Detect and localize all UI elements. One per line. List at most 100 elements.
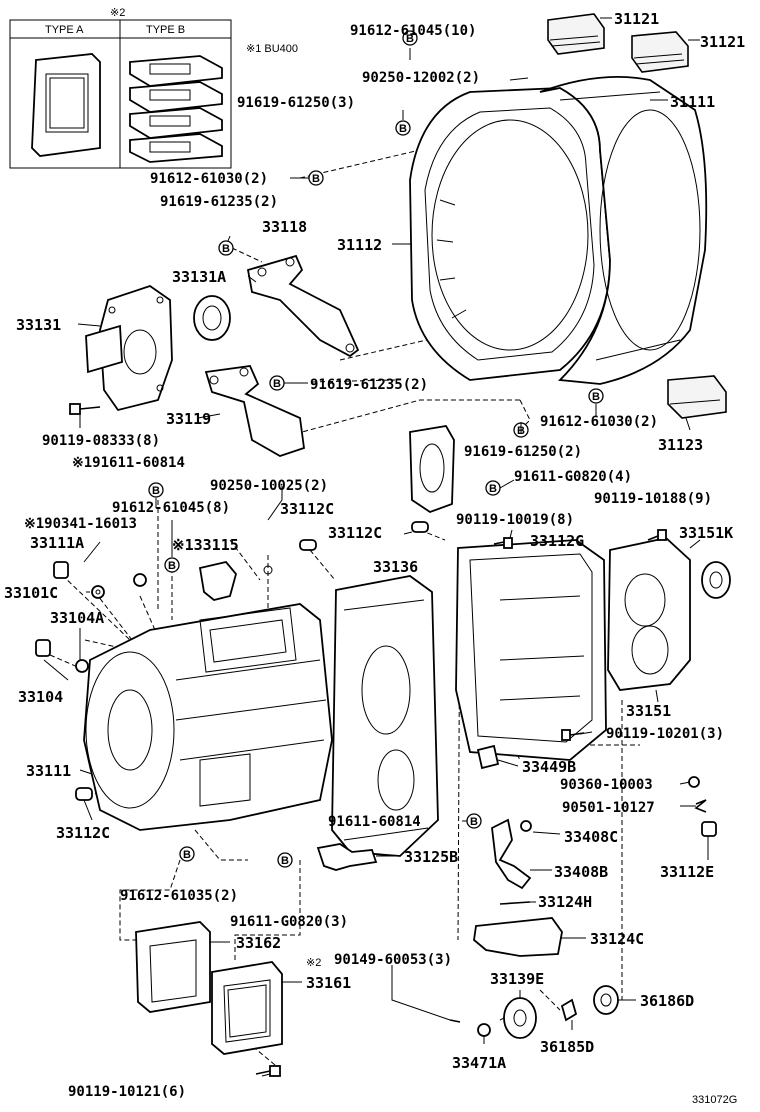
label-36186d: 36186D bbox=[640, 992, 694, 1010]
part-31111-housing bbox=[539, 76, 708, 385]
label-33161-mark: ※2 bbox=[306, 957, 321, 969]
label-33161: 33161 bbox=[306, 974, 351, 992]
label-33124c: 33124C bbox=[590, 930, 644, 948]
b-marker: B bbox=[402, 30, 418, 46]
leader-lines bbox=[43, 17, 709, 1077]
pn-91619-61250-2: 91619-61250(2) bbox=[464, 444, 582, 460]
inset-mark: ※2 bbox=[110, 7, 125, 19]
label-33124h: 33124H bbox=[538, 893, 592, 911]
label-31112: 31112 bbox=[337, 236, 382, 254]
label-33131a: 33131A bbox=[172, 268, 226, 286]
b-marker: B bbox=[164, 557, 180, 573]
svg-text:B: B bbox=[406, 33, 414, 45]
label-33115: ※133115 bbox=[172, 536, 239, 554]
label-33131: 33131 bbox=[16, 316, 61, 334]
label-33104a: 33104A bbox=[50, 609, 104, 627]
part-33111a-plug bbox=[53, 561, 69, 579]
part-36186d bbox=[593, 985, 619, 1015]
svg-text:B: B bbox=[312, 173, 320, 185]
pn-91611-g0820-4: 91611-G0820(4) bbox=[514, 469, 632, 485]
label-33162: 33162 bbox=[236, 934, 281, 952]
bolt-90119-10121 bbox=[255, 1065, 281, 1077]
pn-91612-61045-10: 91612-61045(10) bbox=[350, 23, 476, 39]
b-marker: B bbox=[308, 170, 324, 186]
part-31123-cover bbox=[667, 375, 727, 419]
part-33112e-plug bbox=[701, 821, 717, 837]
diagram-id: 331072G bbox=[692, 1094, 737, 1106]
b-marker: B bbox=[395, 120, 411, 136]
svg-text:B: B bbox=[281, 855, 289, 867]
part-33408c bbox=[520, 820, 532, 832]
bolt-90119-08333 bbox=[69, 403, 101, 415]
label-33112c: 33112C bbox=[56, 824, 110, 842]
label-33112e: 33112E bbox=[660, 863, 714, 881]
part-33136-plate bbox=[331, 575, 439, 857]
pn-90501-10127: 90501-10127 bbox=[562, 800, 655, 816]
b-marker: B bbox=[179, 846, 195, 862]
b-marker: B bbox=[148, 482, 164, 498]
part-31112-bellhousing bbox=[409, 87, 611, 381]
dashed-leaders bbox=[49, 149, 661, 1066]
svg-text:B: B bbox=[273, 378, 281, 390]
type-inset: ※2 TYPE A TYPE B ※1 BU400 bbox=[9, 7, 298, 169]
label-33125b: 33125B bbox=[404, 848, 458, 866]
label-33449b: 33449B bbox=[522, 758, 576, 776]
inset-note: ※1 BU400 bbox=[246, 43, 298, 55]
part-90360-plug bbox=[688, 776, 700, 788]
part-33124c-bracket bbox=[473, 917, 563, 957]
label-33408c: 33408C bbox=[564, 828, 618, 846]
b-marker: B bbox=[218, 240, 234, 256]
b-marker: B bbox=[277, 852, 293, 868]
b-marker: B bbox=[588, 388, 604, 404]
part-33471a bbox=[477, 1023, 491, 1037]
bolt-90119-10188 bbox=[647, 529, 667, 541]
label-36185d: 36185D bbox=[540, 1038, 594, 1056]
part-33104a-washer bbox=[75, 659, 89, 673]
part-gasket-window bbox=[409, 425, 455, 514]
label-33112c: 33112C bbox=[280, 500, 334, 518]
part-33124h bbox=[499, 901, 531, 905]
label-33118: 33118 bbox=[262, 218, 307, 236]
part-31121-top bbox=[547, 13, 605, 55]
part-90341-plug bbox=[133, 573, 147, 587]
part-33115 bbox=[198, 560, 273, 601]
label-33101c: 33101C bbox=[4, 584, 58, 602]
part-33119-bracket bbox=[204, 365, 305, 457]
label-33119: 33119 bbox=[166, 410, 211, 428]
part-33125b-pipe bbox=[316, 843, 378, 871]
part-33111-case bbox=[83, 603, 333, 831]
pn-91612-61030-2: 91612-61030(2) bbox=[540, 414, 658, 430]
part-labels: 31121 31121 31111 31112 31123 33118 3313… bbox=[4, 10, 745, 1072]
part-number-labels: 91612-61045(10) 90250-12002(2) 91619-612… bbox=[24, 23, 724, 1100]
label-33139e: 33139E bbox=[490, 970, 544, 988]
b-marker: B bbox=[269, 375, 285, 391]
pn-90119-10188: 90119-10188(9) bbox=[594, 491, 712, 507]
part-33151k-seal bbox=[701, 561, 731, 599]
label-33136: 33136 bbox=[373, 558, 418, 576]
svg-text:B: B bbox=[168, 560, 176, 572]
part-36185d bbox=[560, 998, 578, 1022]
svg-text:B: B bbox=[222, 243, 230, 255]
b-marker: B bbox=[466, 813, 482, 829]
svg-text:B: B bbox=[489, 483, 497, 495]
part-33162-gasket bbox=[135, 921, 211, 1013]
pn-91612-61045-8: 91612-61045(8) bbox=[112, 500, 230, 516]
part-33139e-gear bbox=[503, 997, 537, 1039]
svg-text:B: B bbox=[592, 391, 600, 403]
part-33101c-washer bbox=[91, 585, 105, 599]
label-31123: 31123 bbox=[658, 436, 703, 454]
part-33118-bracket bbox=[246, 254, 360, 358]
pn-90250-12002: 90250-12002(2) bbox=[362, 70, 480, 86]
inset-type-b: TYPE B bbox=[146, 24, 185, 36]
pn-91619-61235-2: 91619-61235(2) bbox=[310, 377, 428, 393]
bolt-90119-10019 bbox=[493, 537, 513, 549]
pn-90119-10121: 90119-10121(6) bbox=[68, 1084, 186, 1100]
pn-90341-16013: ※190341-16013 bbox=[24, 516, 137, 532]
label-33112g: 33112G bbox=[530, 532, 584, 550]
pn-90119-08333: 90119-08333(8) bbox=[42, 433, 160, 449]
part-33112c-bottom-pin bbox=[75, 787, 93, 801]
label-33111a: 33111A bbox=[30, 534, 84, 552]
label-33151k: 33151K bbox=[679, 524, 733, 542]
part-33131a-seal bbox=[193, 295, 231, 341]
